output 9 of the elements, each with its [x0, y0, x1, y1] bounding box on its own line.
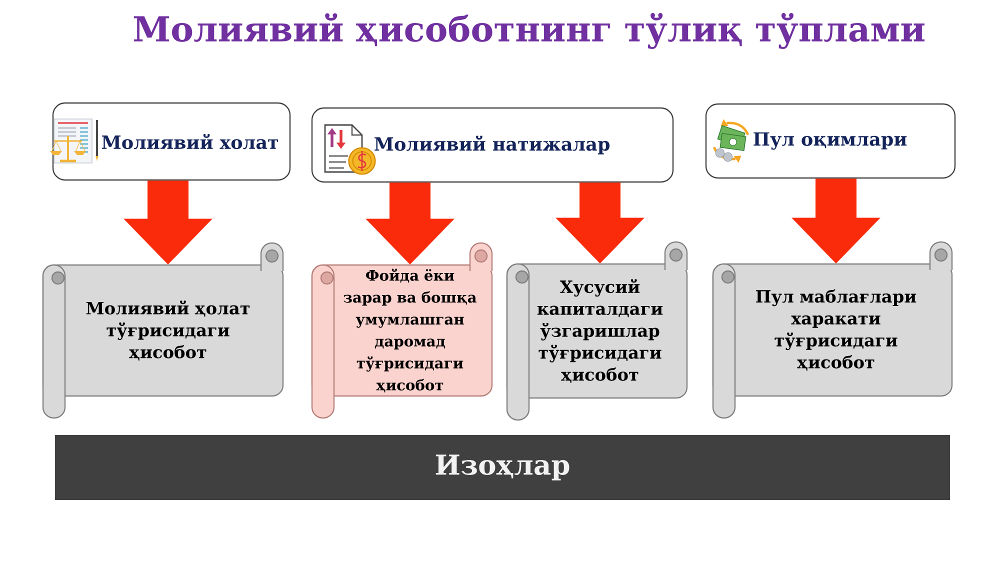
scroll-box: Хусусий капиталдаги ўзгаришлар тўғрисидаги ҳисобот [506, 241, 688, 421]
title: Молиявий ҳисоботнинг тўлиқ тўплами [134, 13, 924, 49]
scroll-box: Фойда ёки зарар ва бошқа умумлашган даромад тўғрисидаги ҳисобот [311, 242, 493, 419]
scroll-box: Пул маблағлари харакати тўғрисидаги ҳисобот [712, 241, 953, 419]
rounded-box: Пул оқимлари [705, 103, 956, 179]
scroll-box: Молиявий ҳолат тўғрисидаги ҳисобот [42, 242, 284, 419]
rounded-box: Молиявий холат [52, 102, 291, 181]
notes-bar: Изоҳлар [55, 435, 950, 500]
rounded-box: Молиявий натижалар [311, 107, 674, 183]
